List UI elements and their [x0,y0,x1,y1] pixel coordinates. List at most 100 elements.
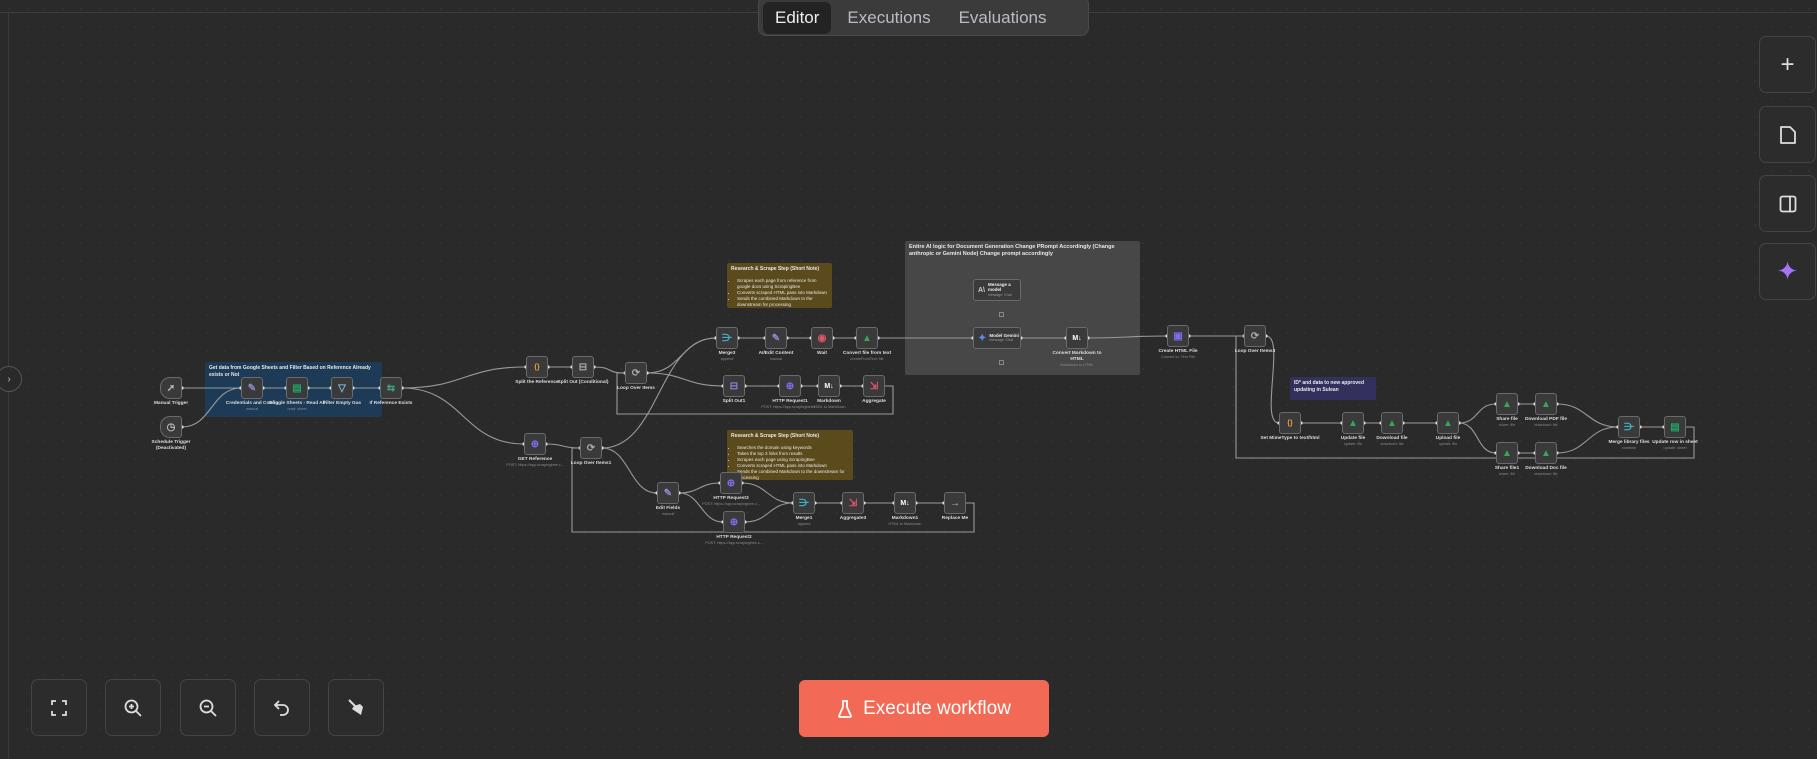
node-http3[interactable]: ⊕ [720,472,742,494]
node-sheets[interactable]: ▤ [286,377,308,399]
google-drive-icon: ▲ [1541,447,1551,459]
node-setmime[interactable]: {} [1279,412,1301,434]
node-label: Loop Over Items [606,386,666,392]
node-title: Download Doc file [1525,466,1567,471]
node-title: Split Out (Conditional) [557,380,609,385]
node-share1[interactable]: ▲ [1496,442,1518,464]
node-aiedit[interactable]: ✎ [765,327,787,349]
loop-icon: ⟳ [586,442,596,454]
sticky-note-title: Entire AI logic for Document Generation … [909,244,1115,258]
node-title: Set MimeType to text/html [1260,436,1320,441]
node-dldoc[interactable]: ▲ [1535,442,1557,464]
node-title: Loop Over Items [617,386,655,391]
node-loop0[interactable]: ⟳ [625,362,647,384]
undo-button[interactable] [254,679,310,736]
fit-view-button[interactable] [31,679,87,736]
node-label: Split Out1 [704,399,764,405]
globe-icon: ⊕ [785,380,795,392]
node-createhtml[interactable]: ▣ [1167,325,1189,347]
node-md1[interactable]: M↓ [894,492,916,514]
node-creds[interactable]: ✎ [241,377,263,399]
add-node-button[interactable]: + [1759,36,1816,93]
node-splitout1[interactable]: ⊟ [723,375,745,397]
connection-getref-loop1 [545,443,581,449]
ai-assistant-button[interactable]: ✦ [1759,243,1816,300]
node-loop3[interactable]: ⟳ [1244,325,1266,347]
sub-node-connector[interactable] [999,312,1004,317]
node-label: Loop Over Items1 [561,461,621,467]
node-editf[interactable]: ✎ [657,482,679,504]
node-splitref[interactable]: {} [526,356,548,378]
node-subtitle: share: file [1498,471,1516,476]
fullscreen-icon [51,699,67,716]
node-convfile[interactable]: ▲ [856,327,878,349]
sticky-note[interactable]: ID* and data to new approved updating in… [1290,377,1376,400]
node-title: Download file [1376,436,1408,441]
toggle-panel-button[interactable] [1759,175,1816,232]
node-agg[interactable]: ⇲ [863,375,885,397]
zoom-in-button[interactable] [105,679,161,736]
node-http2[interactable]: ⊕ [723,511,745,533]
node-title: HTTP Request3 [713,496,749,501]
sticky-note[interactable]: Research & Scrape Step (Short Note)Scrap… [727,263,832,308]
if-icon: ⇆ [386,382,396,394]
node-filter[interactable]: ▽ [331,377,353,399]
tidy-up-button[interactable] [328,679,384,736]
tab-editor[interactable]: Editor [763,2,832,34]
view-tabs: Editor Executions Evaluations [758,0,1089,36]
node-merge3[interactable]: ⋺ [716,327,738,349]
node-mergelib[interactable]: ⋺ [1618,416,1640,438]
execute-workflow-label: Execute workflow [863,697,1011,719]
node-ifref[interactable]: ⇆ [380,377,402,399]
expand-sidebar-button[interactable]: › [0,366,22,392]
node-share[interactable]: ▲ [1496,393,1518,415]
node-schedule[interactable]: ◷ [160,416,182,438]
sticky-note-bullet: Scrapes each page using ScrapingBee [737,457,849,463]
merge-icon: ⋺ [1624,421,1634,433]
google-drive-icon: ▲ [1387,417,1397,429]
markdown-icon: M↓ [1072,334,1082,342]
node-wait[interactable]: ◉ [811,327,833,349]
node-dlpdf[interactable]: ▲ [1535,393,1557,415]
google-sheets-icon: ▤ [292,382,302,394]
node-subtitle: HTML to Markdown [888,521,922,526]
node-updfile[interactable]: ▲ [1342,412,1364,434]
zoom-out-button[interactable] [180,679,236,736]
sticky-note-button[interactable] [1759,106,1816,163]
google-drive-icon: ▲ [1502,447,1512,459]
node-splitout[interactable]: ⊟ [572,356,594,378]
node-dlfile[interactable]: ▲ [1381,412,1403,434]
node-manual[interactable]: ➚ [160,377,182,399]
node-upfile[interactable]: ▲ [1437,412,1459,434]
tab-executions[interactable]: Executions [847,8,931,27]
node-merge1[interactable]: ⋺ [793,492,815,514]
node-agg3[interactable]: ⇲ [842,492,864,514]
sub-node-connector[interactable] [999,360,1004,365]
node-label: Filter Empty Gas [312,401,372,407]
node-getref[interactable]: ⊕ [524,433,546,455]
node-label: Split Out (Conditional) [553,380,613,386]
node-http1[interactable]: ⊕ [779,375,801,397]
node-replace[interactable]: → [944,492,966,514]
node-md[interactable]: M↓ [818,375,840,397]
node-title: Update file [1340,436,1366,441]
tab-evaluations[interactable]: Evaluations [958,8,1047,27]
node-loop1[interactable]: ⟳ [580,437,602,459]
execute-workflow-button[interactable]: Execute workflow [799,680,1049,737]
node-title: Aggregate3 [839,516,867,521]
zoom-out-icon [199,699,217,717]
connection-editf-http3 [678,482,721,494]
sticky-note[interactable]: Research & Scrape Step (Short Note)Searc… [727,430,853,480]
node-md2html[interactable]: M↓ [1066,327,1088,349]
node-updrow[interactable]: ▤ [1664,416,1686,438]
sticky-note[interactable]: Entire AI logic for Document Generation … [905,241,1140,375]
node-title: Merge library files [1608,440,1650,445]
